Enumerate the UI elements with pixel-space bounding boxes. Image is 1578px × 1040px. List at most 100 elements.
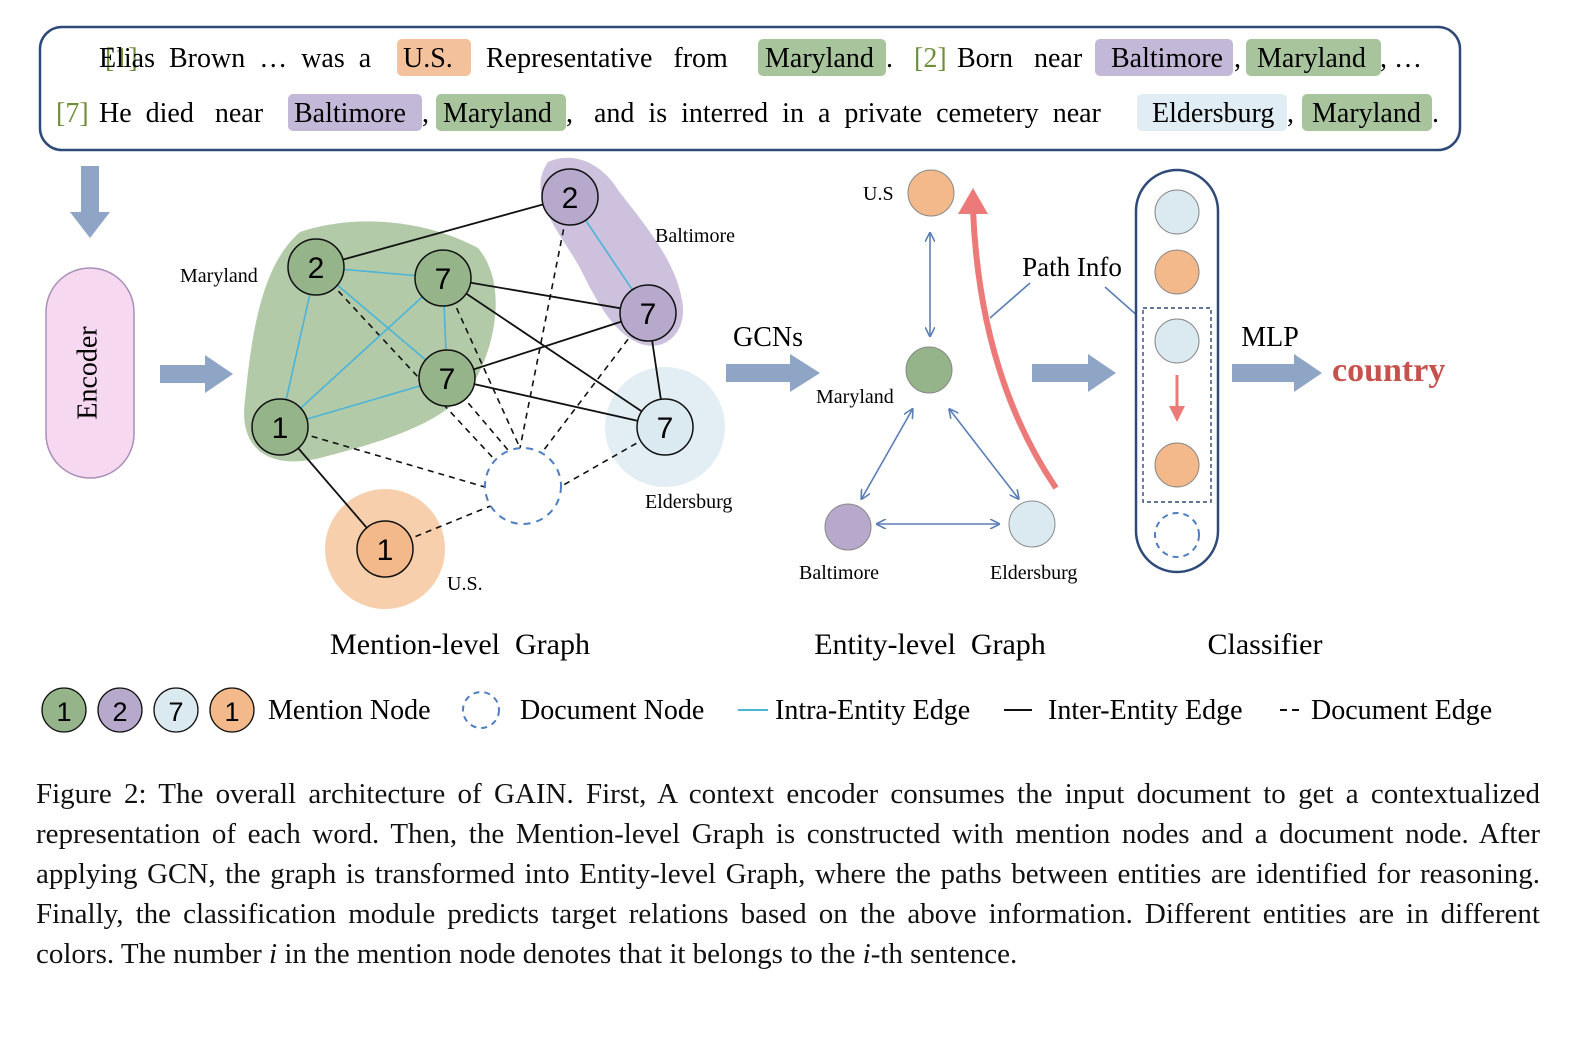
mention-level-graph: 2 7 7 1 2 7 7 1 Maryland [180,157,735,661]
entity-node-maryland [905,346,953,394]
doc-text-1b: Representative from [486,43,728,74]
entity-maryland-1: Maryland [765,43,874,74]
path-info-pointer-left [989,282,1031,319]
caption-italic-i-2: i [862,938,871,970]
legend-node-baltimore: 2 [97,687,143,733]
mention-node-maryland-7b: 7 [418,349,476,407]
entity-node-baltimore [824,503,872,551]
legend-mention-node: Mention Node [268,695,431,726]
highlight-us [397,39,471,76]
doc-text-1f: , … [1380,43,1422,74]
caption-text-3: -th sentence. [870,938,1018,970]
label-maryland: Maryland [180,265,258,287]
encoder-label: Encoder [72,326,103,420]
input-document: [1] Elias Brown … was a U.S. Representat… [38,25,1462,152]
svg-text:2: 2 [112,697,127,727]
figure-caption: Figure 2: The overall architecture of GA… [36,774,1540,974]
highlight-maryland-3 [436,94,566,131]
svg-text:7: 7 [168,697,183,727]
doc-text-2c: , and is interred in a private cemetery … [566,98,1102,129]
classifier-title: Classifier [1208,628,1323,661]
legend-doc-edge: Document Edge [1311,695,1492,726]
highlight-baltimore-2 [288,94,422,131]
label-baltimore: Baltimore [655,225,735,247]
classifier-node-1 [1154,189,1200,235]
entity-eldersburg: Eldersburg [1152,98,1274,129]
mention-node-maryland-2: 2 [287,238,345,296]
sentence-index-7: [7] [56,98,89,129]
svg-text:1: 1 [272,412,289,445]
path-info-pointer-right [1104,286,1141,319]
output-relation: country [1332,352,1445,389]
legend-document-node: Document Node [520,695,704,726]
document-node [484,447,562,525]
classifier-node-3 [1154,318,1200,364]
doc-text-1d: Born near [957,43,1083,74]
svg-text:7: 7 [435,263,452,296]
highlight-maryland-2 [1246,39,1381,76]
mention-node-maryland-1: 1 [251,398,309,456]
mention-node-baltimore-7: 7 [619,284,677,342]
legend: 1 2 7 1 Mention Node Document Node Intra… [41,687,1492,733]
edge-maryland-eldersburg [950,410,1018,498]
legend-node-maryland: 1 [41,687,87,733]
mention-node-maryland-7a: 7 [414,249,472,307]
doc-text-2d: , [1287,98,1294,129]
svg-text:1: 1 [377,534,394,567]
down-arrowhead-icon [1169,406,1185,422]
right-arrow-icon [726,354,820,392]
caption-italic-i-1: i [269,938,278,970]
svg-text:2: 2 [562,182,579,215]
legend-node-us: 1 [209,687,255,733]
svg-text:1: 1 [56,697,71,727]
path-highlight-arrow [970,209,1059,490]
label-us: U.S. [447,573,483,595]
doc-text-1e: , [1234,43,1241,74]
sentence-index-2: [2] [914,43,947,74]
entity-label-baltimore: Baltimore [799,562,879,584]
entity-baltimore-2: Baltimore [294,98,406,129]
highlight-eldersburg [1137,94,1287,131]
path-info-label: Path Info [1022,252,1122,282]
legend-inter-edge: Inter-Entity Edge [1048,695,1243,726]
entity-graph-title: Entity-level Graph [814,628,1046,661]
encoder-pill [45,267,135,479]
label-eldersburg: Eldersburg [645,491,732,513]
encoder-block: Encoder [45,166,233,479]
svg-text:7: 7 [640,298,657,331]
down-arrow-icon [70,166,110,238]
gcns-label: GCNs [733,322,803,353]
legend-intra-edge: Intra-Entity Edge [775,695,970,726]
entity-maryland-3: Maryland [443,98,552,129]
classifier-doc-node [1154,512,1200,558]
entity-maryland-2: Maryland [1257,43,1366,74]
svg-text:7: 7 [439,363,456,396]
classifier-node-2 [1154,249,1200,295]
mention-node-us-1: 1 [356,520,414,578]
right-arrow-icon [160,355,233,393]
selected-path-box [1142,307,1212,503]
edge-maryland-baltimore [862,410,912,498]
svg-text:[1]: [1] [56,43,173,74]
entity-label-maryland: Maryland [816,386,894,408]
classifier-node-4 [1154,442,1200,488]
path-arrowhead-icon [958,188,988,214]
legend-document-node-icon [462,691,500,729]
legend-node-eldersburg: 7 [153,687,199,733]
mention-node-eldersburg-7: 7 [636,398,694,456]
doc-text-1c: . [886,43,893,74]
gcns-step: GCNs [726,322,820,392]
mention-node-baltimore-2: 2 [541,168,599,226]
doc-text-2b: , [422,98,429,129]
svg-text:1: 1 [224,697,239,727]
entity-label-us: U.S [863,183,894,205]
highlight-maryland-4 [1302,94,1432,131]
doc-text-1a: Elias Brown … was a [99,43,372,74]
mention-graph-title: Mention-level Graph [330,628,590,661]
entity-maryland-4: Maryland [1312,98,1421,129]
caption-text-2: in the mention node denotes that it belo… [277,938,863,970]
entity-us: U.S. [403,43,453,74]
mlp-label: MLP [1241,322,1299,353]
entity-baltimore-1: Baltimore [1111,43,1223,74]
